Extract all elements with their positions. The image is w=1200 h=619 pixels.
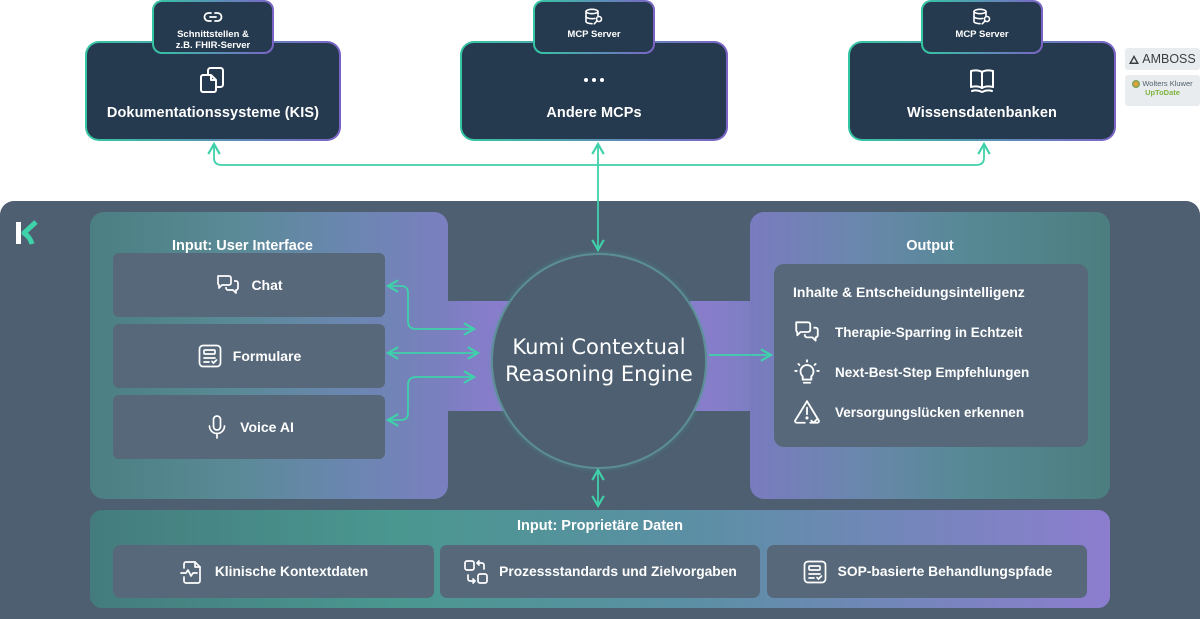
panel-title: Input: User Interface bbox=[172, 238, 313, 254]
process-swap-icon bbox=[464, 559, 489, 584]
source-title: Andere MCPs bbox=[546, 105, 642, 121]
arrow-to-knowledge bbox=[975, 141, 991, 166]
input-label: Chat bbox=[251, 277, 283, 293]
uptodate-text: UpToDate bbox=[1145, 88, 1180, 97]
kumi-logo-icon bbox=[16, 220, 38, 245]
amboss-logo: AMBOSS bbox=[1125, 48, 1200, 70]
data-sop-pathways[interactable]: SOP-basierte Behandlungspfade bbox=[767, 545, 1087, 598]
file-pulse-icon bbox=[179, 560, 201, 584]
microphone-icon bbox=[208, 415, 226, 439]
source-kis: Dokumentationssysteme (KIS) bbox=[85, 41, 341, 141]
input-label: Formulare bbox=[232, 348, 302, 364]
output-label: Therapie-Sparring in Echtzeit bbox=[835, 324, 1023, 340]
uptodate-logo: Wolters Kluwer UpToDate bbox=[1125, 75, 1200, 106]
source-other-mcps: Andere MCPs bbox=[460, 41, 728, 141]
badge-mcp-server: MCP Server bbox=[533, 0, 655, 54]
output-item: Therapie-Sparring in Echtzeit bbox=[793, 312, 1088, 352]
wolters-kluwer-text: Wolters Kluwer bbox=[1142, 79, 1193, 88]
partner-logos: AMBOSS Wolters Kluwer UpToDate bbox=[1125, 48, 1200, 106]
source-knowledge-bases: Wissensdatenbanken bbox=[848, 41, 1116, 141]
form-icon bbox=[198, 344, 222, 368]
engine-line-2: Reasoning Engine bbox=[505, 362, 693, 386]
documents-icon bbox=[200, 67, 224, 93]
warning-check-icon bbox=[794, 400, 820, 424]
link-icon bbox=[203, 12, 223, 22]
badge-line-1: Schnittstellen & bbox=[177, 29, 249, 40]
badge-interfaces: Schnittstellen & z.B. FHIR-Server bbox=[152, 0, 274, 54]
input-chat[interactable]: Chat bbox=[113, 253, 385, 317]
input-label: Voice AI bbox=[240, 419, 294, 435]
output-item: Versorgungslücken erkennen bbox=[793, 392, 1088, 432]
panel-title: Input: Proprietäre Daten bbox=[517, 518, 683, 534]
input-data-panel: Input: Proprietäre Daten Klinische Konte… bbox=[90, 510, 1110, 608]
data-label: Prozessstandards und Zielvorgaben bbox=[499, 564, 737, 579]
badge-mcp-server: MCP Server bbox=[921, 0, 1043, 54]
output-card-title: Inhalte & Entscheidungsintelligenz bbox=[793, 284, 1025, 300]
globe-icon bbox=[1132, 79, 1141, 88]
book-icon bbox=[970, 69, 994, 93]
arrow-to-kis bbox=[207, 141, 223, 166]
data-process-standards[interactable]: Prozessstandards und Zielvorgaben bbox=[440, 545, 760, 598]
kumi-platform-panel: Input: User Interface Chat Formulare Voi… bbox=[0, 201, 1200, 619]
amboss-mark-icon bbox=[1129, 54, 1140, 64]
badge-line-1: MCP Server bbox=[567, 29, 621, 40]
engine-line-1: Kumi Contextual bbox=[512, 335, 686, 359]
data-label: Klinische Kontextdaten bbox=[214, 564, 369, 579]
output-label: Next-Best-Step Empfehlungen bbox=[835, 364, 1030, 380]
data-label: SOP-basierte Behandlungspfade bbox=[837, 564, 1053, 579]
output-label: Versorgungslücken erkennen bbox=[835, 404, 1025, 420]
input-voice-ai[interactable]: Voice AI bbox=[113, 395, 385, 459]
badge-line-2: z.B. FHIR-Server bbox=[175, 40, 251, 51]
ellipsis-icon bbox=[584, 78, 604, 82]
database-key-icon bbox=[585, 8, 603, 25]
output-item: Next-Best-Step Empfehlungen bbox=[793, 352, 1088, 392]
chat-icon bbox=[795, 321, 819, 342]
panel-title: Output bbox=[906, 238, 954, 254]
source-title: Dokumentationssysteme (KIS) bbox=[106, 105, 320, 121]
form-icon bbox=[803, 560, 827, 583]
input-ui-panel: Input: User Interface Chat Formulare Voi… bbox=[90, 212, 448, 499]
badge-line-1: MCP Server bbox=[955, 29, 1009, 40]
amboss-text: AMBOSS bbox=[1142, 52, 1196, 66]
reasoning-engine: Kumi Contextual Reasoning Engine bbox=[491, 253, 707, 469]
output-panel: Output Inhalte & Entscheidungsintelligen… bbox=[750, 212, 1110, 499]
data-clinical-context[interactable]: Klinische Kontextdaten bbox=[113, 545, 434, 598]
input-forms[interactable]: Formulare bbox=[113, 324, 385, 388]
lightbulb-icon bbox=[794, 359, 820, 384]
output-card: Inhalte & Entscheidungsintelligenz Thera… bbox=[774, 264, 1088, 447]
chat-icon bbox=[217, 275, 240, 294]
source-title: Wissensdatenbanken bbox=[907, 105, 1057, 121]
database-key-icon bbox=[973, 8, 991, 25]
